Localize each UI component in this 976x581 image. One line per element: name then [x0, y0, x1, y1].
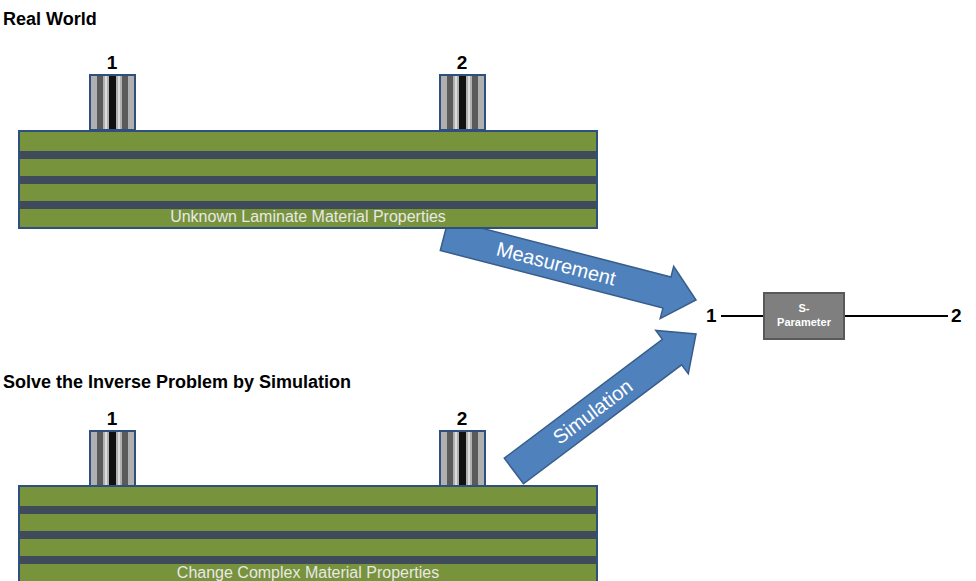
s-parameter-box: S- Parameter: [763, 292, 845, 340]
port-number: 1: [107, 408, 118, 430]
port-line: [721, 315, 764, 317]
port-number: 2: [457, 408, 468, 430]
laminate-board: Unknown Laminate Material Properties: [18, 130, 598, 229]
material-label: Change Complex Material Properties: [20, 564, 596, 581]
connector-symbol: [440, 75, 485, 130]
material-label: Unknown Laminate Material Properties: [20, 208, 596, 226]
port-number: 2: [951, 305, 962, 327]
section-title: Real World: [3, 9, 97, 30]
arrow-label: Measurement: [494, 237, 618, 290]
block-arrow: [504, 331, 696, 484]
port-number: 2: [457, 52, 468, 74]
arrow-label: Simulation: [549, 374, 637, 449]
port-line: [845, 315, 948, 317]
connector-symbol: [440, 431, 485, 486]
connector-symbol: [90, 431, 135, 486]
section-title: Solve the Inverse Problem by Simulation: [3, 372, 351, 393]
laminate-board: Change Complex Material Properties: [18, 485, 598, 581]
block-arrow: [440, 220, 696, 319]
box-label: S- Parameter: [777, 302, 831, 330]
port-number: 1: [107, 52, 118, 74]
connector-symbol: [90, 75, 135, 130]
port-number: 1: [706, 305, 717, 327]
